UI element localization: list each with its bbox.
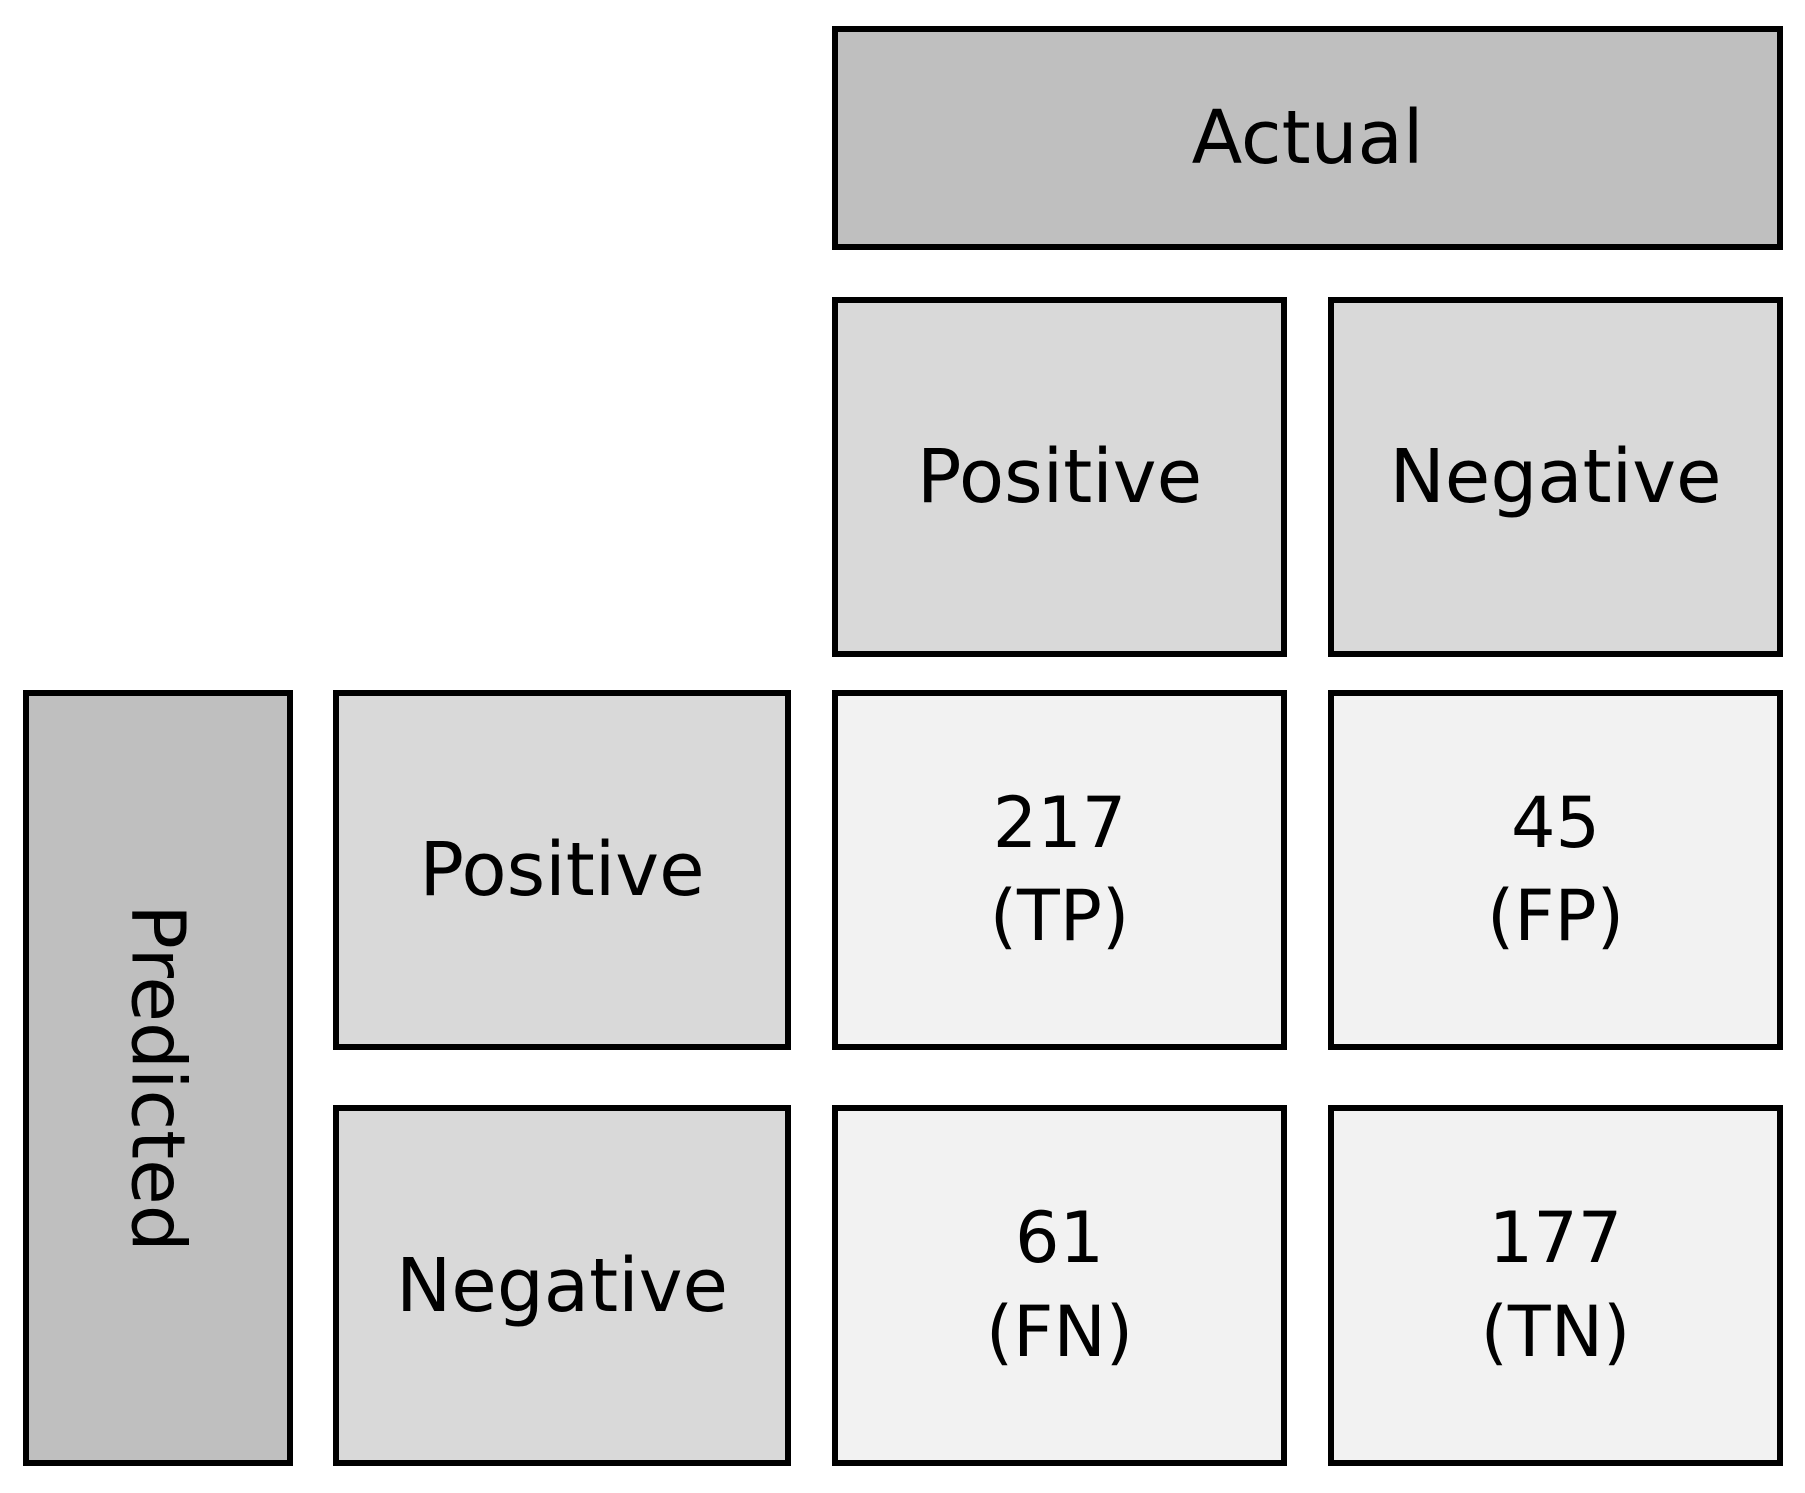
row-header-positive: Positive [333, 690, 791, 1050]
tp-value: 217 [992, 781, 1127, 864]
cell-true-positive: 217 (TP) [832, 690, 1287, 1050]
tn-tag: (TN) [1480, 1290, 1631, 1373]
fn-tag: (FN) [985, 1290, 1134, 1373]
fn-value: 61 [1014, 1197, 1105, 1280]
row-header-negative: Negative [333, 1105, 791, 1466]
column-positive-label: Positive [916, 434, 1203, 520]
predicted-label: Predicted [115, 904, 202, 1252]
actual-label: Actual [1191, 95, 1424, 181]
actual-header: Actual [832, 26, 1783, 250]
column-negative-label: Negative [1389, 434, 1722, 520]
row-negative-label: Negative [395, 1242, 729, 1329]
cell-true-negative: 177 (TN) [1328, 1105, 1783, 1466]
tp-tag: (TP) [989, 875, 1130, 957]
row-positive-label: Positive [419, 827, 705, 913]
cell-false-positive: 45 (FP) [1328, 690, 1783, 1050]
column-header-negative: Negative [1328, 297, 1783, 657]
fp-value: 45 [1510, 781, 1601, 864]
predicted-header: Predicted [23, 690, 293, 1466]
cell-false-negative: 61 (FN) [832, 1105, 1287, 1466]
tn-value: 177 [1488, 1197, 1623, 1280]
column-header-positive: Positive [832, 297, 1287, 657]
fp-tag: (FP) [1486, 875, 1625, 957]
